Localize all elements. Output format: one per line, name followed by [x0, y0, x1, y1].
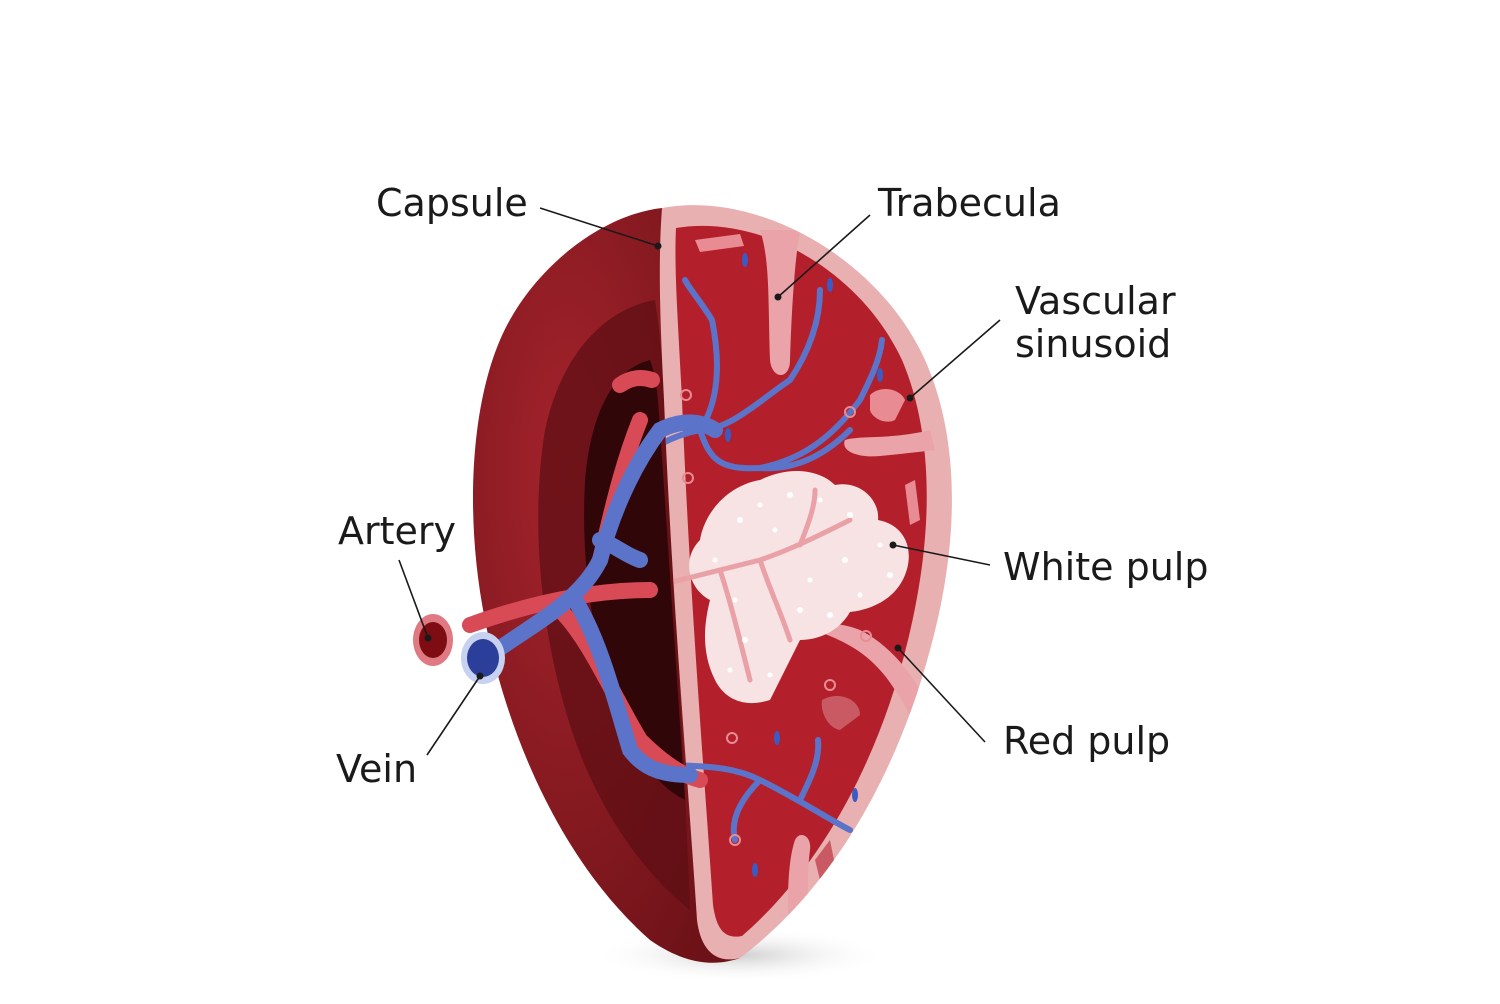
red-pulp-label: Red pulp	[1003, 719, 1171, 763]
vascular-sinusoid-line1: Vascular	[1015, 279, 1176, 323]
vein-cross-section	[461, 632, 505, 684]
white-pulp-arteriole	[659, 487, 853, 683]
trabecula-top	[760, 230, 800, 375]
vascular-sinusoid-line2: sinusoid	[1015, 322, 1172, 366]
leader-dots	[424, 242, 914, 680]
artery-cross-section	[413, 614, 453, 666]
white-pulp-label: White pulp	[1003, 545, 1209, 589]
capsule-label: Capsule	[376, 181, 528, 225]
hilum-cavity	[584, 360, 685, 800]
red-pulp-cells	[680, 253, 883, 877]
vascular-sinusoid-label: Vascular sinusoid	[1015, 280, 1215, 366]
trabecula-right	[844, 430, 935, 457]
white-pulp-dots	[712, 492, 893, 678]
trabecula-label: Trabecula	[878, 181, 1061, 225]
artery-label: Artery	[338, 509, 457, 553]
vein-label: Vein	[336, 747, 418, 791]
leader-lines	[398, 207, 1001, 756]
white-pulp-mass	[689, 470, 909, 704]
vein-branches	[482, 414, 723, 783]
